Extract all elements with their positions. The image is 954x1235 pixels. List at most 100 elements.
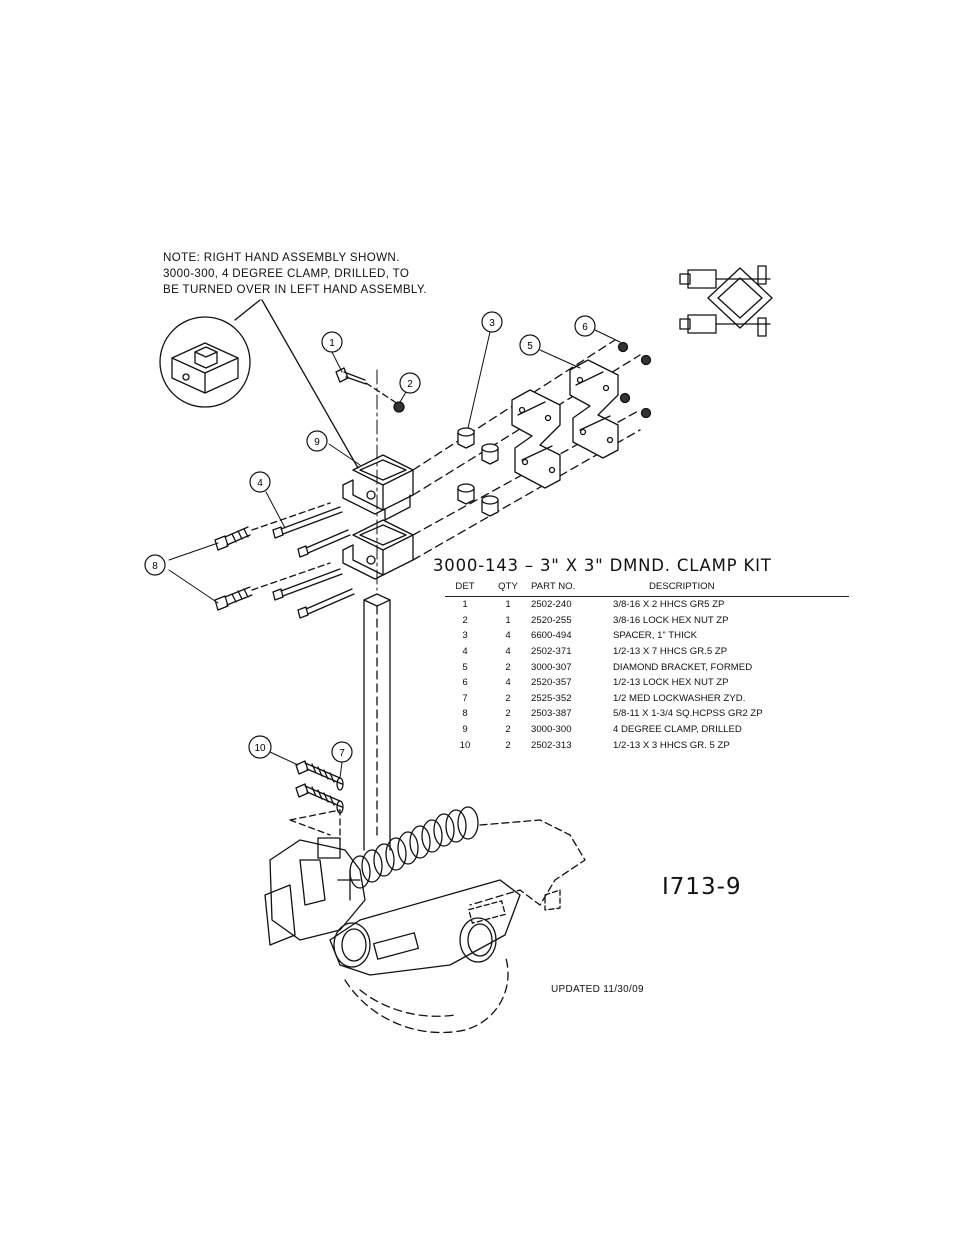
table-row: 10 2 2502-313 1/2-13 X 3 HHCS GR. 5 ZP bbox=[445, 737, 849, 753]
svg-text:2: 2 bbox=[407, 379, 413, 390]
bolt-part-1 bbox=[335, 367, 367, 385]
cell-det: 1 bbox=[462, 599, 468, 611]
cell-desc: 1/2-13 X 3 HHCS GR. 5 ZP bbox=[613, 739, 730, 751]
table-row: 3 4 6600-494 SPACER, 1" THICK bbox=[445, 628, 849, 644]
callout-8: 8 bbox=[144, 554, 166, 576]
end-view-diamond-clamp bbox=[679, 265, 773, 337]
cell-part: 2502-240 bbox=[531, 599, 572, 611]
cell-part: 3000-300 bbox=[531, 724, 572, 736]
cell-qty: 2 bbox=[505, 661, 511, 673]
cell-det: 2 bbox=[462, 614, 468, 626]
callout-balloons: 1 2 3 4 5 6 7 8 9 10 bbox=[144, 311, 596, 763]
table-row: 7 2 2525-352 1/2 MED LOCKWASHER ZYD. bbox=[445, 691, 849, 707]
cell-qty: 2 bbox=[505, 739, 511, 751]
cell-part: 2502-313 bbox=[531, 739, 572, 751]
cell-det: 10 bbox=[459, 739, 471, 751]
lock-nuts-6 bbox=[617, 341, 652, 419]
svg-text:1: 1 bbox=[329, 338, 335, 349]
col-header-desc: DESCRIPTION bbox=[649, 580, 715, 592]
callout-5: 5 bbox=[519, 334, 541, 356]
callout-10: 10 bbox=[248, 735, 272, 759]
diamond-bracket-5-front bbox=[511, 389, 561, 489]
carriage-bolt-8-lower bbox=[214, 586, 253, 611]
cell-det: 7 bbox=[462, 692, 468, 704]
square-tube-mast bbox=[363, 593, 391, 851]
clamp-block-lower bbox=[342, 519, 414, 580]
spring-coils bbox=[349, 806, 479, 889]
cell-part: 2502-371 bbox=[531, 646, 572, 658]
svg-text:5: 5 bbox=[527, 341, 533, 352]
col-header-det: DET bbox=[455, 580, 475, 592]
table-row: 9 2 3000-300 4 DEGREE CLAMP, DRILLED bbox=[445, 722, 849, 738]
cell-qty: 4 bbox=[505, 677, 511, 689]
row-unit-assembly bbox=[264, 806, 586, 1034]
cell-desc: 1/2-13 X 7 HHCS GR.5 ZP bbox=[613, 646, 728, 658]
cell-part: 3000-307 bbox=[531, 661, 572, 673]
diamond-bracket-5-rear bbox=[569, 359, 619, 459]
cell-qty: 2 bbox=[505, 724, 511, 736]
svg-text:8: 8 bbox=[152, 561, 158, 572]
note-line: NOTE: RIGHT HAND ASSEMBLY SHOWN. bbox=[163, 251, 400, 264]
cell-desc: DIAMOND BRACKET, FORMED bbox=[613, 661, 753, 673]
cell-qty: 4 bbox=[505, 630, 511, 642]
bolts-10 bbox=[295, 760, 344, 814]
cell-desc: 3/8-16 LOCK HEX NUT ZP bbox=[613, 614, 729, 626]
cell-qty: 1 bbox=[505, 599, 511, 611]
cell-desc: 5/8-11 X 1-3/4 SQ.HCPSS GR2 ZP bbox=[613, 708, 763, 720]
col-header-qty: QTY bbox=[498, 580, 518, 592]
note-line: 3000-300, 4 DEGREE CLAMP, DRILLED, TO bbox=[163, 267, 410, 280]
cell-det: 3 bbox=[462, 630, 468, 642]
svg-text:6: 6 bbox=[582, 322, 588, 333]
carriage-bolt-8-upper bbox=[214, 526, 251, 551]
cell-desc: 3/8-16 X 2 HHCS GR5 ZP bbox=[613, 599, 725, 611]
svg-text:3: 3 bbox=[489, 318, 495, 329]
detail-view-circle bbox=[159, 299, 359, 469]
leader-lines bbox=[168, 329, 621, 779]
cell-part: 6600-494 bbox=[531, 630, 572, 642]
callout-7: 7 bbox=[331, 741, 353, 763]
callout-3: 3 bbox=[481, 311, 503, 333]
callout-2: 2 bbox=[399, 372, 421, 394]
cell-det: 6 bbox=[462, 677, 468, 689]
table-row: 8 2 2503-387 5/8-11 X 1-3/4 SQ.HCPSS GR2 ZP bbox=[445, 706, 849, 722]
cell-desc: 4 DEGREE CLAMP, DRILLED bbox=[613, 724, 742, 736]
kit-title: 3000-143 – 3" X 3" DMND. CLAMP KIT bbox=[433, 556, 772, 575]
nut-part-2 bbox=[393, 401, 405, 413]
cell-qty: 1 bbox=[505, 614, 511, 626]
cell-part: 2525-352 bbox=[531, 692, 572, 704]
cell-qty: 2 bbox=[505, 692, 511, 704]
svg-text:4: 4 bbox=[257, 478, 263, 489]
note-line: BE TURNED OVER IN LEFT HAND ASSEMBLY. bbox=[163, 283, 428, 296]
long-bolts-4 bbox=[272, 506, 355, 619]
cell-qty: 2 bbox=[505, 708, 511, 720]
svg-text:10: 10 bbox=[254, 743, 266, 754]
assembly-note: NOTE: RIGHT HAND ASSEMBLY SHOWN. 3000-30… bbox=[163, 250, 463, 298]
updated-date: UPDATED 11/30/09 bbox=[551, 984, 644, 995]
cell-qty: 4 bbox=[505, 646, 511, 658]
svg-text:9: 9 bbox=[314, 437, 320, 448]
table-header-row: DET QTY PART NO. DESCRIPTION bbox=[445, 580, 849, 597]
spacers-3 bbox=[457, 427, 499, 517]
cell-det: 9 bbox=[462, 724, 468, 736]
callout-6: 6 bbox=[574, 315, 596, 337]
table-row: 5 2 3000-307 DIAMOND BRACKET, FORMED bbox=[445, 659, 849, 675]
cell-desc: SPACER, 1" THICK bbox=[613, 630, 698, 642]
callout-1: 1 bbox=[321, 331, 343, 353]
drawing-number: I713-9 bbox=[662, 874, 742, 900]
cell-part: 2520-255 bbox=[531, 614, 572, 626]
callout-9: 9 bbox=[306, 430, 328, 452]
cell-det: 5 bbox=[462, 661, 468, 673]
cell-part: 2503-387 bbox=[531, 708, 572, 720]
col-header-part: PART NO. bbox=[531, 580, 576, 592]
table-row: 2 1 2520-255 3/8-16 LOCK HEX NUT ZP bbox=[445, 613, 849, 629]
cell-det: 8 bbox=[462, 708, 468, 720]
callout-4: 4 bbox=[249, 471, 271, 493]
parts-list-table: DET QTY PART NO. DESCRIPTION 1 1 2502-240 3… bbox=[445, 580, 849, 753]
svg-text:7: 7 bbox=[339, 748, 345, 759]
cell-part: 2520-357 bbox=[531, 677, 572, 689]
table-row: 1 1 2502-240 3/8-16 X 2 HHCS GR5 ZP bbox=[445, 597, 849, 613]
cell-desc: 1/2 MED LOCKWASHER ZYD. bbox=[613, 692, 746, 704]
